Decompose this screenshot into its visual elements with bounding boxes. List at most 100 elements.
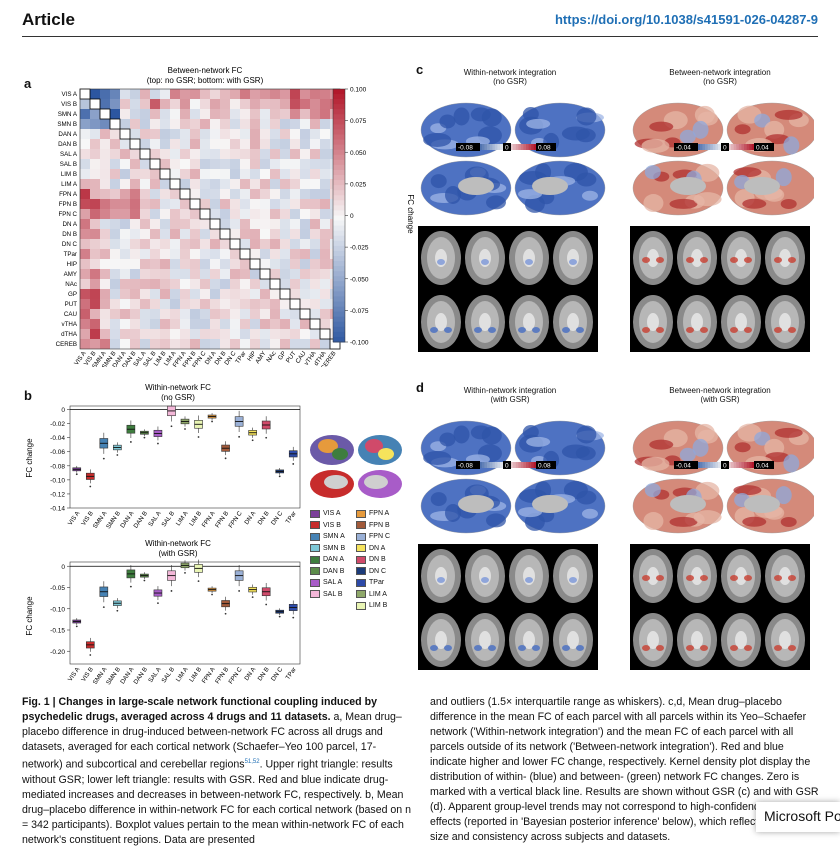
axial-slice-core (523, 631, 535, 649)
heatmap-cell (160, 159, 170, 169)
scale-bar-segment (518, 462, 521, 468)
brain-patch (644, 483, 661, 498)
heatmap-cell (160, 229, 170, 239)
y-tick-label: -0.02 (50, 421, 65, 428)
heatmap-cell (310, 299, 320, 309)
scale-bar-segment (481, 144, 485, 150)
heatmap-row-label: GP (68, 291, 77, 298)
axial-slice-core (779, 249, 791, 267)
scale-bar-segment (492, 144, 495, 150)
heatmap-cell (150, 279, 160, 289)
heatmap-cell (300, 169, 310, 179)
heatmap-cell (260, 169, 270, 179)
heatmap-diag-cell (179, 188, 191, 200)
axial-activation (518, 327, 526, 333)
brain-patch (775, 486, 792, 505)
colorbar-segment (333, 311, 345, 318)
heatmap-cell (120, 309, 130, 319)
heatmap-cell (320, 129, 330, 139)
heatmap-cell (150, 329, 160, 339)
y-tick-label: -0.15 (50, 628, 65, 635)
heatmap-cell (320, 179, 330, 189)
heatmap-cell (240, 159, 250, 169)
panel-a-label: a (24, 76, 32, 91)
brain-patch (561, 126, 590, 141)
heatmap-cell (230, 219, 240, 229)
heatmap-cell (210, 119, 220, 129)
heatmap-cells (80, 89, 340, 349)
heatmap-cell (140, 169, 150, 179)
brain-patch (485, 195, 506, 210)
heatmap-cell (170, 209, 180, 219)
heatmap-cell (290, 329, 300, 339)
heatmap-cell (130, 109, 140, 119)
heatmap-cell (210, 89, 220, 99)
heatmap-cell (80, 339, 90, 349)
heatmap-diag-cell (149, 158, 161, 170)
heatmap-cell (230, 89, 240, 99)
legend-item: LIM B (356, 600, 402, 612)
axial-activation (744, 257, 752, 263)
outlier (102, 606, 105, 608)
heatmap-cell (120, 179, 130, 189)
heatmap-diag-cell (129, 138, 141, 150)
heatmap-cell (300, 289, 310, 299)
heatmap-cell (150, 189, 160, 199)
app-popup[interactable]: Microsoft Po (756, 802, 840, 832)
scale-bar-segment (513, 144, 516, 150)
heatmap-cell (270, 159, 280, 169)
outlier (129, 441, 132, 443)
heatmap-cell (90, 299, 100, 309)
heatmap-cell (80, 249, 90, 259)
outlier (278, 475, 281, 478)
heatmap-cell (100, 319, 110, 329)
heatmap-cell (140, 89, 150, 99)
axial-activation (700, 645, 708, 651)
axial-activation (686, 257, 694, 263)
legend-swatch (356, 521, 366, 530)
heatmap-cell (220, 179, 230, 189)
brain-patch (439, 432, 456, 447)
heatmap-cell (270, 119, 280, 129)
doi-link[interactable]: https://doi.org/10.1038/s41591-026-04287… (554, 12, 818, 27)
heatmap-row-label: DN B (62, 231, 77, 238)
heatmap-cell (160, 299, 170, 309)
heatmap-cell (120, 119, 130, 129)
scale-bar-segment (531, 462, 534, 468)
axial-activation (788, 575, 796, 581)
heatmap-cell (180, 89, 190, 99)
heatmap-cell (250, 149, 260, 159)
colorbar-segment (333, 164, 345, 171)
heatmap-cell (200, 229, 210, 239)
scale-bar-segment (746, 462, 750, 468)
heatmap-cell (270, 99, 280, 109)
colorbar-segment (333, 316, 345, 323)
heatmap-cell (90, 89, 100, 99)
heatmap-cell (110, 329, 120, 339)
scale-bar-segment (705, 462, 708, 468)
heatmap-cell (290, 159, 300, 169)
colorbar-tick-label: -0.100 (350, 340, 369, 347)
scale-bar-segment (528, 144, 532, 150)
scale-bar-segment (479, 462, 482, 468)
heatmap-cell (250, 89, 260, 99)
heatmap-cell (230, 249, 240, 259)
heatmap-cell (160, 289, 170, 299)
heatmap-cell (220, 279, 230, 289)
brain-medial-wall (458, 177, 494, 195)
colorbar-segment (333, 200, 345, 206)
heatmap-cell (110, 249, 120, 259)
heatmap-cell (120, 239, 130, 249)
heatmap-cell (110, 289, 120, 299)
heatmap-col-label: NAc (265, 350, 277, 364)
heatmap-cell (300, 319, 310, 329)
heatmap-cell (300, 99, 310, 109)
scale-label-bg (721, 461, 729, 469)
heatmap-cell (230, 329, 240, 339)
outlier (89, 485, 92, 488)
axial-slice-core (779, 313, 791, 331)
heatmap-cell (310, 89, 320, 99)
colorbar-segment (333, 139, 345, 146)
axial-activation (569, 259, 577, 265)
axial-slice-core (479, 313, 491, 331)
